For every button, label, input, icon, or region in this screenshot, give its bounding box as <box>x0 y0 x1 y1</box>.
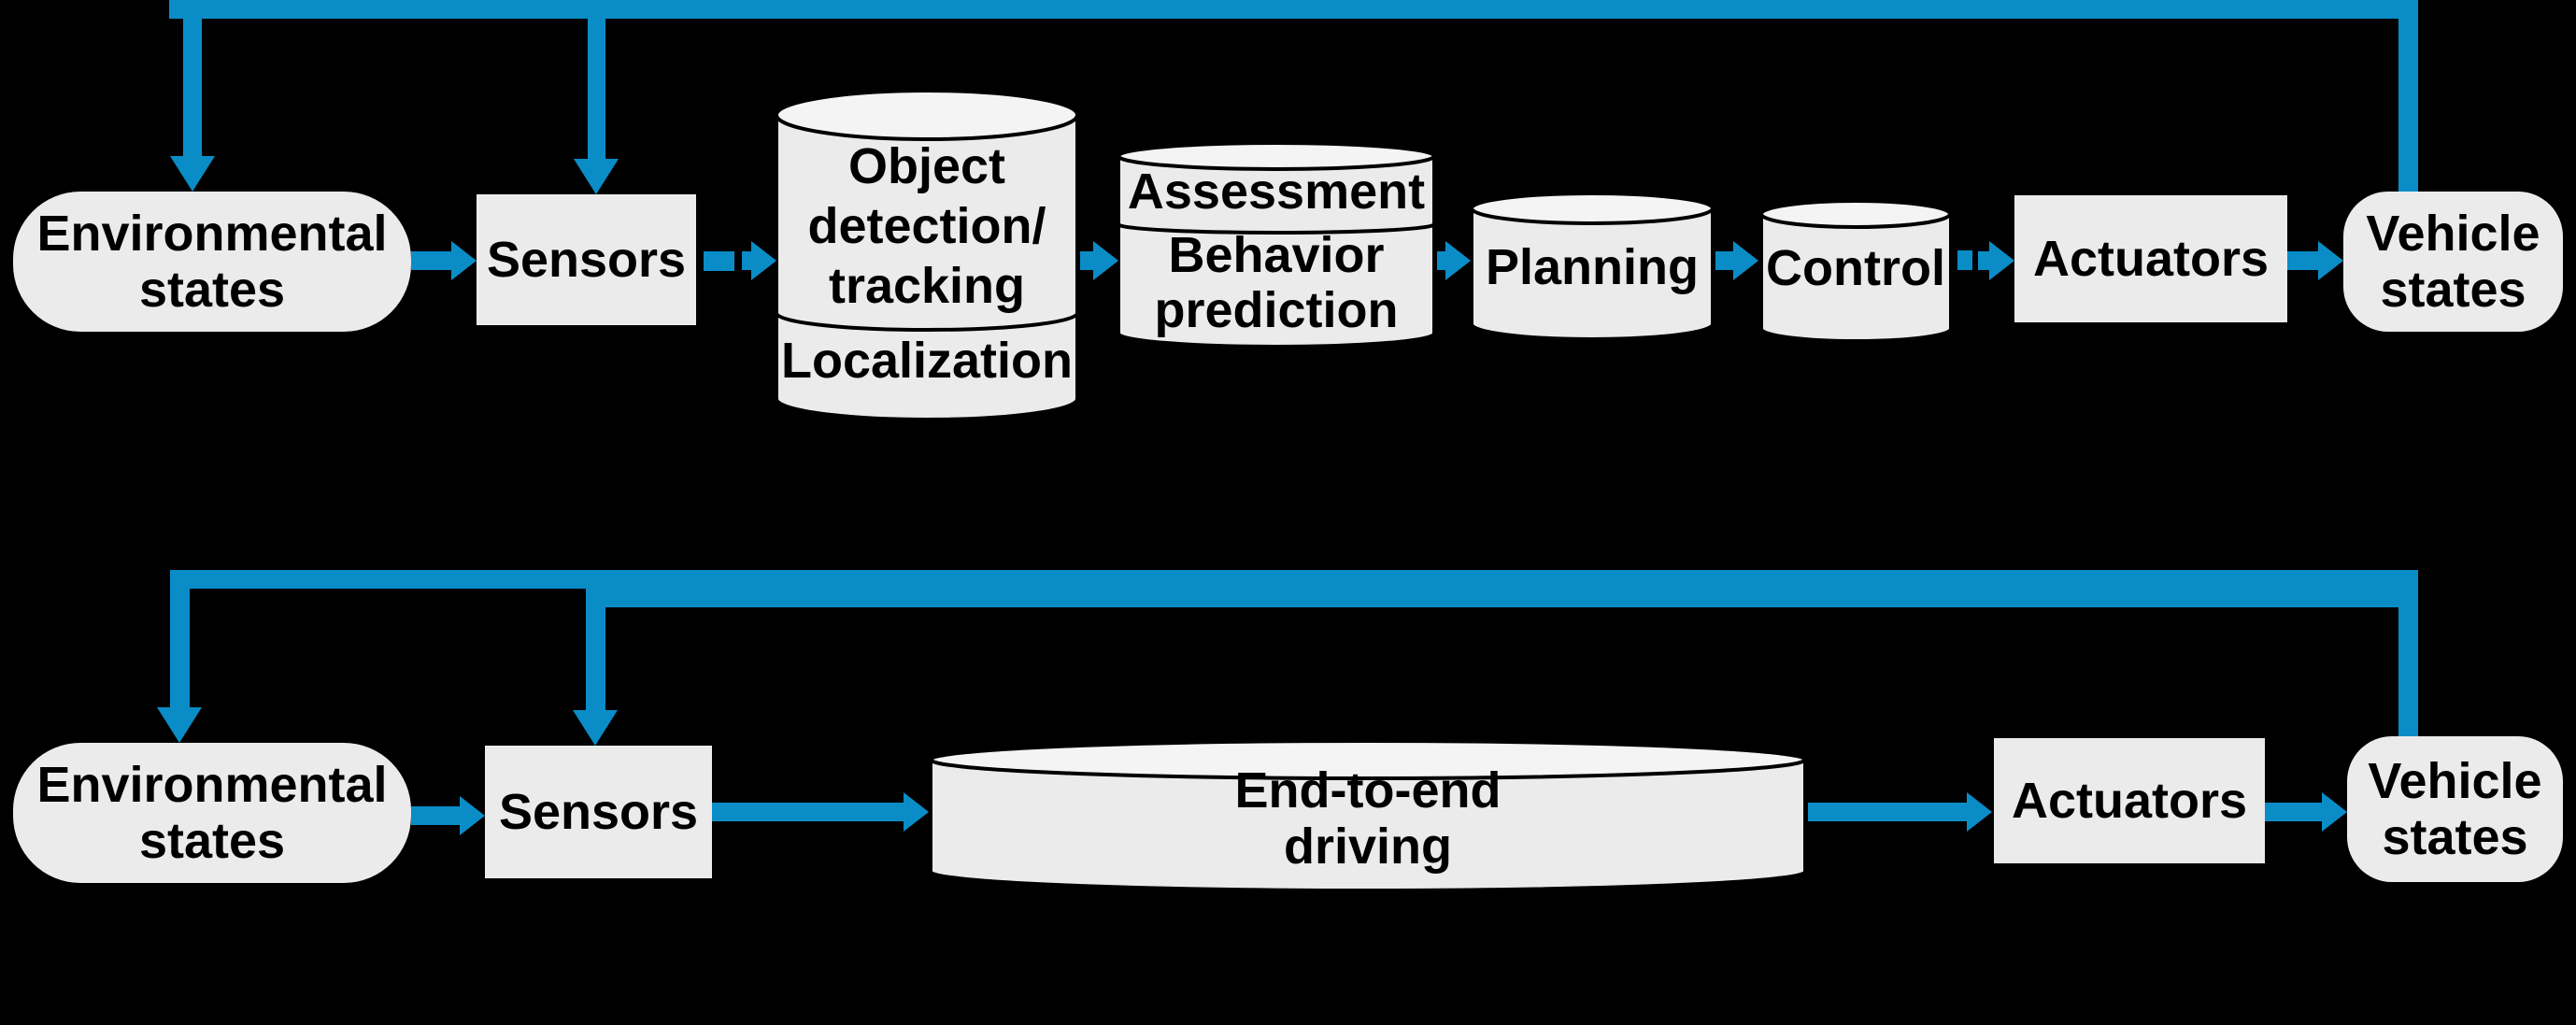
top-planning-label: Planning <box>1486 239 1699 295</box>
bottom-arrow-e2e-to-actuators-head <box>1967 792 1992 832</box>
bottom-environmental-states-node: Environmental states <box>13 743 411 883</box>
top-perception-cylinder <box>775 89 1079 421</box>
bottom-actuators-node: Actuators <box>1994 738 2265 863</box>
bottom-arrow-env-to-sensors-shaft <box>411 806 460 825</box>
top-arrow-planning-to-control-head <box>1733 241 1758 280</box>
bottom-arrow-actuators-to-vehicle-head <box>2322 792 2347 832</box>
top-environmental-states-label-line2: states <box>138 262 286 318</box>
bottom-vehicle-states-label-line1: Vehicle <box>2368 753 2542 809</box>
top-vehicle-states-label-line2: states <box>2380 262 2526 318</box>
bottom-environmental-states-label-line2: states <box>138 813 286 869</box>
top-arrow-control-to-actuators-dash <box>1957 250 1972 270</box>
top-vehicle-states-label-line1: Vehicle <box>2366 206 2540 262</box>
top-arrow-assessment-to-planning-head <box>1445 241 1471 280</box>
top-arrow-planning-to-control-shaft <box>1715 251 1736 270</box>
top-environmental-states-label-line1: Environmental <box>36 206 388 262</box>
bottom-vehicle-states-label-line2: states <box>2382 809 2528 865</box>
bottom-vehicle-states-node: Vehicle states <box>2347 736 2563 882</box>
top-feedback-arrowhead-sensors <box>574 159 619 194</box>
bottom-feedback-vertical-to-environment <box>170 570 190 709</box>
bottom-end-to-end-label-line1: End-to-end <box>1234 762 1501 819</box>
top-arrow-perception-to-assessment-head <box>1093 241 1118 280</box>
top-arrow-actuators-to-vehicle-shaft <box>2287 251 2318 270</box>
top-arrow-sensors-to-perception-shaft <box>742 251 753 270</box>
bottom-arrow-sensors-to-e2e-head <box>904 792 929 832</box>
bottom-feedback-horizontal-line-inner <box>605 589 2398 607</box>
top-arrow-perception-to-assessment-shaft <box>1080 251 1095 270</box>
top-vehicle-states-node: Vehicle states <box>2343 192 2563 332</box>
top-arrow-sensors-to-perception-dash <box>704 251 734 271</box>
top-arrow-sensors-to-perception-head <box>751 241 776 280</box>
top-control-cylinder <box>1759 198 1953 344</box>
top-arrow-actuators-to-vehicle-head <box>2318 241 2343 280</box>
bottom-sensors-label: Sensors <box>498 784 699 840</box>
top-feedback-horizontal-line <box>169 0 2418 19</box>
bottom-end-to-end-label-line2: driving <box>1283 819 1453 875</box>
bottom-sensors-node: Sensors <box>485 746 712 878</box>
bottom-feedback-horizontal-line-outer <box>170 570 2418 589</box>
top-feedback-vertical-to-environment <box>183 0 202 156</box>
top-assessment-label: Assessment <box>1127 164 1426 220</box>
bottom-arrow-actuators-to-vehicle-shaft <box>2265 803 2322 821</box>
bottom-feedback-arrowhead-sensors <box>573 710 618 746</box>
top-feedback-vertical-from-vehicle <box>2398 0 2418 192</box>
top-arrow-env-to-sensors-head <box>451 241 477 280</box>
top-sensors-label: Sensors <box>486 232 687 288</box>
top-arrow-control-to-actuators-head <box>1989 241 2014 280</box>
bottom-arrow-sensors-to-e2e-shaft <box>712 803 904 821</box>
top-behavior-label-line1: Behavior <box>1168 227 1385 283</box>
bottom-feedback-vertical-to-sensors <box>586 570 605 712</box>
top-sensors-node: Sensors <box>477 194 696 325</box>
bottom-arrow-env-to-sensors-head <box>460 796 485 835</box>
top-feedback-arrowhead-environment <box>170 156 215 192</box>
top-perception-label-line3: tracking <box>828 258 1026 314</box>
top-environmental-states-node: Environmental states <box>13 192 411 332</box>
bottom-feedback-arrowhead-environment <box>157 707 202 743</box>
top-control-label: Control <box>1766 240 1945 296</box>
top-actuators-node: Actuators <box>2014 195 2287 322</box>
bottom-feedback-vertical-from-vehicle <box>2398 570 2418 736</box>
bottom-actuators-label: Actuators <box>2011 773 2248 829</box>
top-behavior-label-line2: prediction <box>1154 282 1399 338</box>
top-perception-label-line1: Object <box>847 138 1006 194</box>
top-perception-label-line2: detection/ <box>807 198 1046 254</box>
top-arrow-env-to-sensors-shaft <box>411 251 451 270</box>
top-feedback-vertical-to-sensors <box>588 0 605 161</box>
top-localization-label: Localization <box>780 333 1074 389</box>
bottom-environmental-states-label-line1: Environmental <box>36 757 388 813</box>
top-actuators-label: Actuators <box>2032 231 2270 287</box>
top-arrow-control-to-actuators-shaft <box>1978 251 1990 270</box>
top-assessment-cylinder <box>1117 141 1436 349</box>
bottom-arrow-e2e-to-actuators-shaft <box>1808 803 1968 821</box>
top-planning-cylinder <box>1470 192 1715 341</box>
bottom-end-to-end-cylinder <box>929 739 1807 892</box>
